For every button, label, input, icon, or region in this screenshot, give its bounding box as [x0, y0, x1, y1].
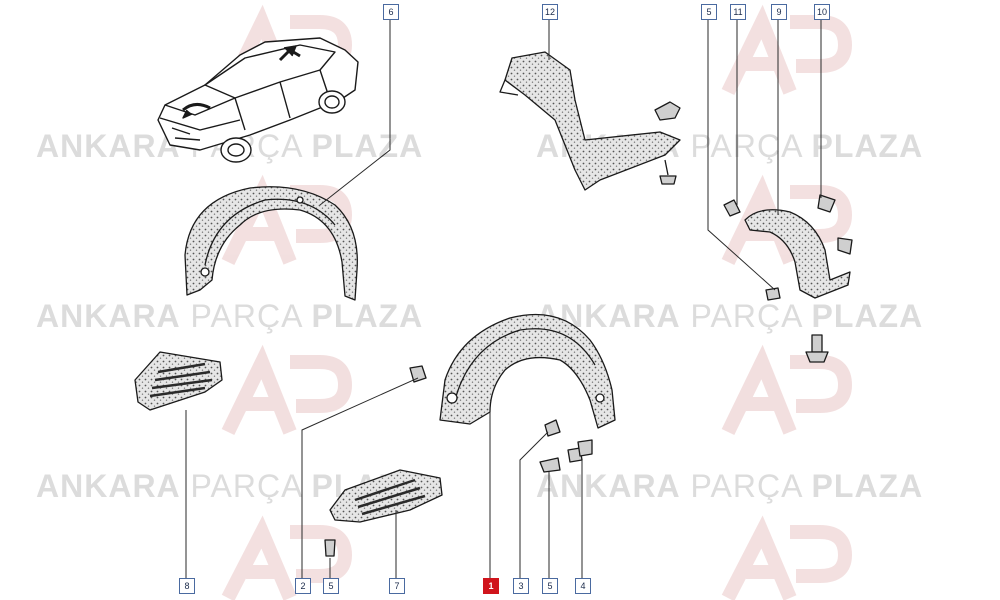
callout-12[interactable]: 12	[542, 4, 558, 20]
watermark-logo	[221, 344, 353, 436]
watermark-text: ANKARA PARÇA PLAZA	[36, 298, 424, 334]
watermark-text: ANKARA PARÇA PLAZA	[536, 468, 924, 504]
watermark-logo	[721, 344, 853, 436]
leader-lines	[185, 18, 822, 580]
callout-4[interactable]: 4	[575, 578, 591, 594]
callout-5[interactable]: 5	[323, 578, 339, 594]
callout-10[interactable]: 10	[814, 4, 830, 20]
vent-panel-7	[324, 469, 443, 557]
car-illustration	[157, 37, 359, 163]
callout-2[interactable]: 2	[295, 578, 311, 594]
vent-panel-8	[134, 351, 223, 411]
callout-3[interactable]: 3	[513, 578, 529, 594]
callout-1-selected[interactable]: 1	[483, 578, 499, 594]
callout-7[interactable]: 7	[389, 578, 405, 594]
watermark-logo	[221, 515, 353, 600]
callout-5[interactable]: 5	[701, 4, 717, 20]
wheel-arch-liner-front	[184, 186, 358, 301]
callout-5[interactable]: 5	[542, 578, 558, 594]
splash-guard-12	[499, 51, 681, 191]
callout-6[interactable]: 6	[383, 4, 399, 20]
callout-9[interactable]: 9	[771, 4, 787, 20]
watermark-logo	[721, 515, 853, 600]
callout-11[interactable]: 11	[730, 4, 746, 20]
watermark-text: ANKARA PARÇA PLAZA	[536, 298, 924, 334]
watermark-logo	[721, 4, 853, 96]
wheel-arch-liner-rear	[409, 313, 616, 473]
inner-liner-9	[723, 194, 853, 363]
callout-8[interactable]: 8	[179, 578, 195, 594]
